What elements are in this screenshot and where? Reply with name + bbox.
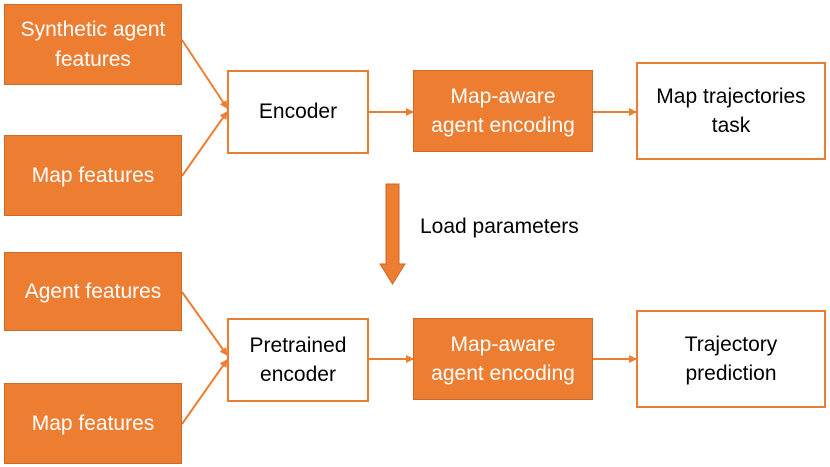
map-aware-encoding-label-bottom: Map-aware agent encoding (431, 332, 575, 385)
arrow-synthetic-to-encoder (181, 39, 228, 109)
pretrained-encoder-box: Pretrained encoder (227, 318, 369, 402)
map-features-label-top: Map features (31, 163, 155, 187)
map-trajectories-task-box: Map trajectories task (636, 62, 826, 160)
encoder-box: Encoder (227, 70, 369, 154)
map-features-box-bottom: Map features (4, 383, 182, 464)
map-aware-encoding-box-bottom: Map-aware agent encoding (413, 318, 593, 400)
trajectory-prediction-label: Trajectory prediction (684, 332, 778, 385)
synthetic-agent-features-label: Synthetic agent features (20, 18, 166, 71)
arrow-mapfeatures2-to-pretrained (181, 359, 228, 425)
pretrained-encoder-label: Pretrained encoder (249, 333, 347, 386)
trajectory-prediction-box: Trajectory prediction (636, 310, 826, 408)
agent-features-box: Agent features (4, 252, 182, 331)
map-features-label-bottom: Map features (31, 411, 155, 435)
agent-features-label: Agent features (24, 279, 162, 303)
load-parameters-label: Load parameters (420, 215, 579, 238)
map-aware-encoding-label-top: Map-aware agent encoding (431, 84, 575, 137)
synthetic-agent-features-box: Synthetic agent features (4, 4, 182, 85)
arrow-agent-to-pretrained (181, 291, 228, 356)
map-features-box-top: Map features (4, 135, 182, 216)
load-parameters-arrow (379, 183, 406, 285)
map-aware-encoding-box-top: Map-aware agent encoding (413, 70, 593, 152)
arrow-mapfeatures-to-encoder (181, 111, 228, 177)
encoder-label: Encoder (258, 100, 338, 124)
map-trajectories-task-label: Map trajectories task (656, 84, 806, 137)
